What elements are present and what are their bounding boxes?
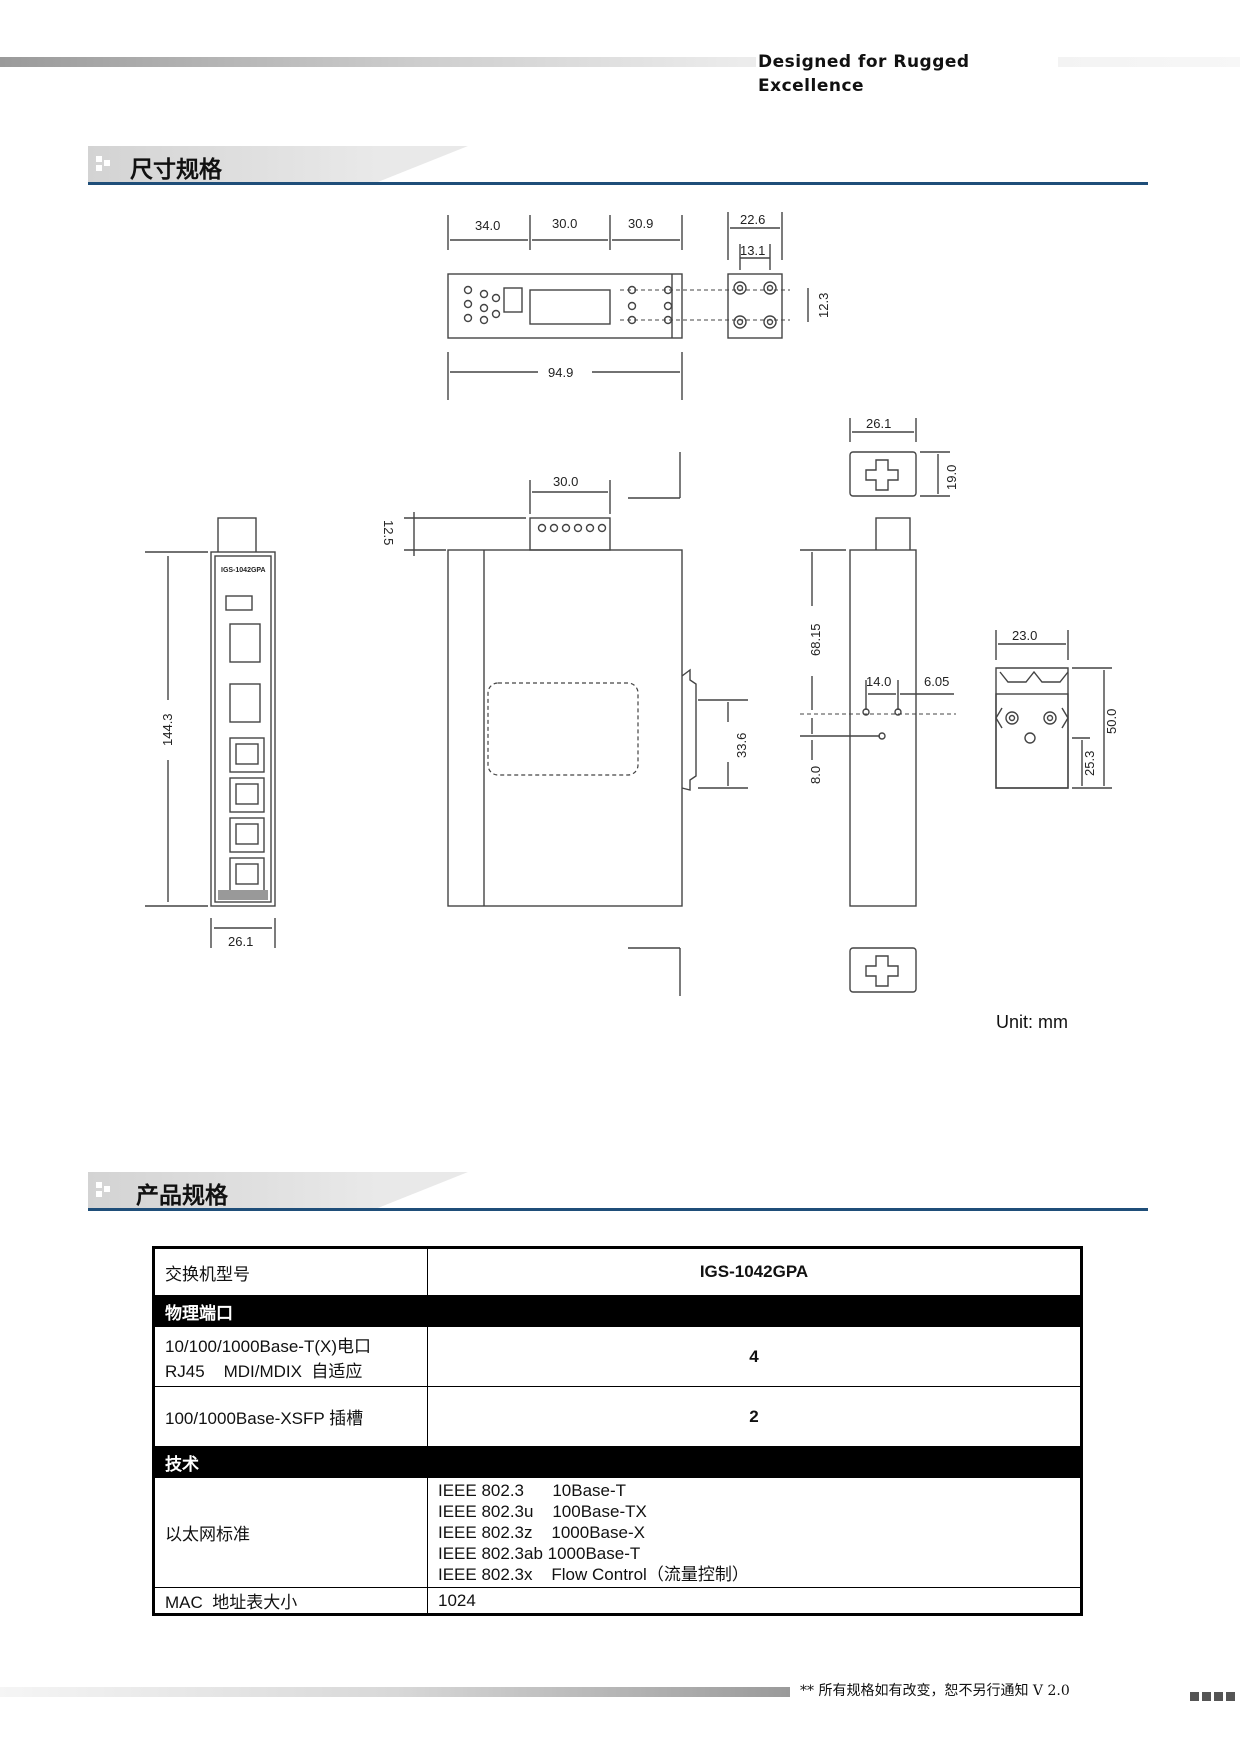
front-view-drawing [145,517,276,948]
dim-label: 50.0 [1104,709,1119,734]
spec-table: 交换机型号 IGS-1042GPA 物理端口 10/100/1000Base-T… [152,1246,1083,1616]
row-value: 1024 [427,1587,1082,1615]
header-band [0,57,1240,67]
dim-label: 22.6 [740,212,765,227]
standard-line: IEEE 802.3 10Base-T [438,1481,627,1500]
footer-note: ** 所有规格如有改变，恕不另行通知 V 2.0 [800,1683,1070,1699]
model-value: IGS-1042GPA [427,1247,1082,1296]
standard-line: IEEE 802.3u 100Base-TX [438,1502,647,1521]
side-view-labels: 30.0 12.5 33.6 [381,474,749,758]
model-label: 交换机型号 [153,1247,428,1296]
dim-label: 8.0 [808,766,823,784]
section-title: 尺寸规格 [130,157,222,183]
section-title: 产品规格 [136,1183,228,1209]
row-label: 10/100/1000Base-T(X)电口 RJ45 MDI/MDIX 自适应 [153,1326,428,1387]
right-view-drawing [800,418,956,993]
dim-label: 6.05 [924,674,949,689]
section-header-product: 产品规格 [88,1172,1148,1212]
right-view-labels: 26.1 19.0 68.15 14.0 6.05 8.0 [808,416,959,784]
section-title: 技术 [153,1446,428,1478]
din-clip-labels: 23.0 50.0 25.3 [1012,628,1119,776]
row-label: 100/1000Base-XSFP 插槽 [153,1386,428,1447]
table-row: 以太网标准 IEEE 802.3 10Base-T IEEE 802.3u 10… [153,1477,1082,1588]
section-title: 物理端口 [153,1295,428,1327]
section-row-technology: 技术 [153,1446,1082,1478]
device-model-label: IGS-1042GPA [221,567,266,574]
row-value: IEEE 802.3 10Base-T IEEE 802.3u 100Base-… [427,1477,1082,1588]
dim-label: 12.3 [816,293,831,318]
top-view-drawing [447,212,809,400]
dim-label: 94.9 [548,365,573,380]
dim-label: 33.6 [734,733,749,758]
bullet-icon [96,1182,112,1198]
side-view-drawing [404,452,748,996]
unit-label: Unit: mm [996,1012,1068,1032]
standard-line: IEEE 802.3z 1000Base-X [438,1523,645,1542]
standard-line: IEEE 802.3x Flow Control（流量控制） [438,1565,749,1584]
page-marks-icon [1190,1686,1238,1705]
row-value: 4 [427,1326,1082,1387]
section-row-ports: 物理端口 [153,1295,1082,1327]
table-header-row: 交换机型号 IGS-1042GPA [153,1247,1082,1296]
top-view-labels: 34.0 30.0 30.9 22.6 13.1 12.3 94.9 [475,212,831,380]
dim-label: 144.3 [160,713,175,746]
dim-label: 23.0 [1012,628,1037,643]
dim-label: 30.0 [553,474,578,489]
table-row: MAC 地址表大小 1024 [153,1587,1082,1615]
dim-label: 12.5 [381,520,396,545]
table-row: 100/1000Base-XSFP 插槽 2 [153,1386,1082,1447]
dim-label: 30.0 [552,216,577,231]
row-label-line: RJ45 MDI/MDIX 自适应 [165,1361,363,1381]
dim-label: 34.0 [475,218,500,233]
dimension-drawings: 34.0 30.0 30.9 22.6 13.1 12.3 94.9 IGS-1… [145,212,1119,996]
bullet-icon [96,156,112,172]
row-label: 以太网标准 [153,1477,428,1588]
front-view-labels: IGS-1042GPA 144.3 26.1 [160,567,266,949]
din-clip-drawing [995,630,1112,789]
dim-label: 26.1 [866,416,891,431]
dim-label: 26.1 [228,934,253,949]
row-value: 2 [427,1386,1082,1447]
tagline: Designed for Rugged Excellence [756,50,1058,96]
section-header-dimensions: 尺寸规格 [88,146,1148,186]
footer-band [0,1687,790,1697]
dim-label: 14.0 [866,674,891,689]
row-label: MAC 地址表大小 [153,1587,428,1615]
row-label-line: 10/100/1000Base-T(X)电口 [165,1336,371,1356]
dim-label: 68.15 [808,623,823,656]
standard-line: IEEE 802.3ab 1000Base-T [438,1544,641,1563]
dim-label: 25.3 [1082,751,1097,776]
dim-label: 13.1 [740,243,765,258]
dim-label: 19.0 [944,465,959,490]
dim-label: 30.9 [628,216,653,231]
table-row: 10/100/1000Base-T(X)电口 RJ45 MDI/MDIX 自适应… [153,1326,1082,1387]
